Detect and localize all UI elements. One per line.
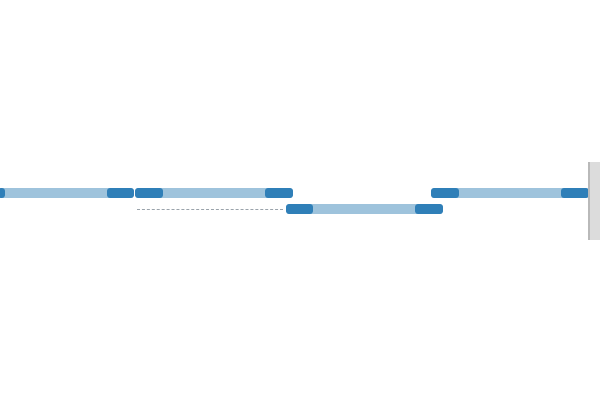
timeline-segment-3-track[interactable] <box>286 204 443 214</box>
timeline-end-boundary[interactable] <box>588 162 600 240</box>
timeline-segment-1-track[interactable] <box>0 188 134 198</box>
timeline-segment-4-start-handle[interactable] <box>431 188 459 198</box>
timeline-segment-1-start-handle[interactable] <box>0 188 5 198</box>
timeline-segment-1-end-handle[interactable] <box>107 188 134 198</box>
dashed-guide-line <box>137 209 283 210</box>
timeline-segment-2-track[interactable] <box>135 188 293 198</box>
timeline-segment-3-end-handle[interactable] <box>415 204 443 214</box>
timeline-segment-2-start-handle[interactable] <box>135 188 163 198</box>
timeline-segment-2-end-handle[interactable] <box>265 188 293 198</box>
timeline-segment-4-track[interactable] <box>431 188 589 198</box>
timeline-segment-3-start-handle[interactable] <box>286 204 313 214</box>
timeline-segment-4-end-handle[interactable] <box>561 188 589 198</box>
